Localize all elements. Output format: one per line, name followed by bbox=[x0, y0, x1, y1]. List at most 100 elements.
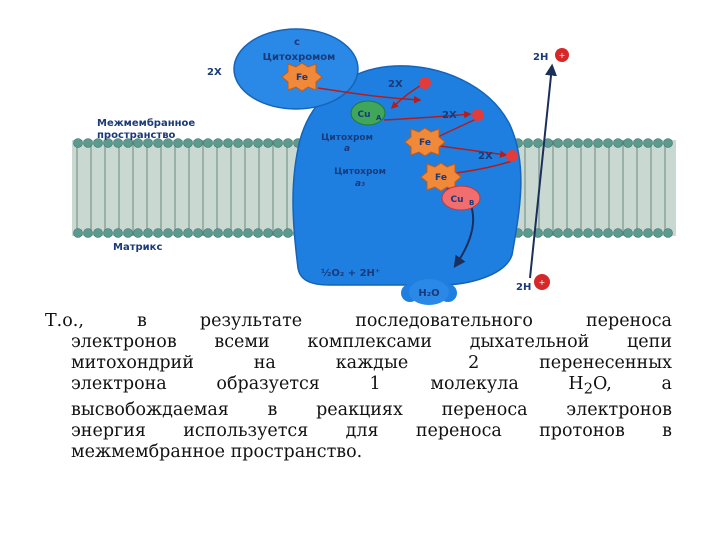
intermembrane-label-line1: Межмембранное bbox=[97, 117, 195, 129]
phospholipid-head bbox=[73, 138, 83, 148]
cyt-a-label: Цитохром bbox=[321, 133, 373, 143]
phospholipid-head bbox=[613, 138, 623, 148]
two-h-bottom-label: 2H bbox=[516, 282, 531, 293]
caption-line-6: энергия используется для переноса протон… bbox=[71, 420, 672, 441]
iron-center-cyt-a3: Fe bbox=[420, 162, 462, 192]
caption-paragraph: Т.о., в результате последовательного пер… bbox=[45, 311, 672, 463]
electron-1: 2X bbox=[388, 77, 431, 90]
caption-line-4-b: O, а bbox=[592, 374, 672, 394]
phospholipid-head bbox=[523, 228, 533, 238]
phospholipid-head bbox=[213, 138, 223, 148]
caption-line-3: митохондрий на каждые 2 перенесенных bbox=[71, 353, 672, 373]
phospholipid-head bbox=[583, 228, 593, 238]
phospholipid-head bbox=[563, 228, 573, 238]
cu-b-subscript: B bbox=[469, 199, 474, 207]
cyt-c-top-label: с bbox=[294, 37, 300, 48]
phospholipid-head bbox=[163, 228, 173, 238]
caption-line-5: высвобождаемая в реакциях переноса элект… bbox=[71, 399, 672, 420]
phospholipid-head bbox=[83, 138, 93, 148]
phospholipid-head bbox=[533, 138, 543, 148]
phospholipid-head bbox=[573, 228, 583, 238]
phospholipid-head bbox=[93, 138, 103, 148]
phospholipid-head bbox=[623, 138, 633, 148]
phospholipid-head bbox=[193, 138, 203, 148]
electron-path-1 bbox=[317, 87, 422, 104]
phospholipid-head bbox=[183, 138, 193, 148]
proton-bottom: 2H + bbox=[516, 274, 550, 293]
phospholipid-head bbox=[243, 228, 253, 238]
cu-a-subscript: A bbox=[376, 114, 382, 122]
phospholipid-head bbox=[613, 228, 623, 238]
caption-line-2: электронов всеми комплексами дыхательной… bbox=[71, 332, 672, 352]
phospholipid-head bbox=[113, 228, 123, 238]
phospholipid-head bbox=[183, 228, 193, 238]
electron-path-5 bbox=[439, 145, 508, 158]
phospholipid-head bbox=[233, 228, 243, 238]
electron-path-3 bbox=[383, 110, 472, 121]
phospholipid-head bbox=[123, 228, 133, 238]
caption-line-1: Т.о., в результате последовательного пер… bbox=[45, 311, 672, 331]
phospholipid-head bbox=[163, 138, 173, 148]
cyt-a3-subscript: a₃ bbox=[355, 179, 365, 189]
two-h-top-label: 2H bbox=[533, 52, 548, 63]
phospholipid-head bbox=[273, 228, 283, 238]
two-x-e1-label: 2X bbox=[388, 79, 403, 90]
phospholipid-head bbox=[243, 138, 253, 148]
phospholipid-head bbox=[213, 228, 223, 238]
phospholipid-head bbox=[553, 138, 563, 148]
water-label: H₂O bbox=[418, 288, 439, 299]
fe-label-cyt-c: Fe bbox=[296, 73, 308, 83]
phospholipid-head bbox=[623, 228, 633, 238]
phospholipid-head bbox=[253, 138, 263, 148]
phospholipid-head bbox=[583, 138, 593, 148]
phospholipid-head bbox=[633, 228, 643, 238]
electron-2: 2X bbox=[442, 109, 484, 121]
phospholipid-head bbox=[283, 228, 293, 238]
phospholipid-head bbox=[643, 228, 653, 238]
two-x-e2-label: 2X bbox=[442, 110, 457, 121]
phospholipid-head bbox=[203, 228, 213, 238]
phospholipid-head bbox=[273, 138, 283, 148]
proton-channel-line bbox=[529, 63, 557, 279]
electron-3: 2X bbox=[478, 150, 518, 162]
phospholipid-head bbox=[193, 228, 203, 238]
phospholipid-head bbox=[103, 228, 113, 238]
phospholipid-head bbox=[573, 138, 583, 148]
two-x-left-label: 2X bbox=[207, 67, 222, 78]
phospholipid-head bbox=[173, 138, 183, 148]
phospholipid-head bbox=[123, 138, 133, 148]
cytochrome-oxidase-diagram: с Цитохромом Fe 2X 2X 2X 2X Cu A Цитохро… bbox=[72, 28, 676, 305]
phospholipid-head bbox=[653, 228, 663, 238]
phospholipid-head bbox=[263, 138, 273, 148]
phospholipid-head bbox=[653, 138, 663, 148]
phospholipid-head bbox=[553, 228, 563, 238]
phospholipid-head bbox=[83, 228, 93, 238]
phospholipid-head bbox=[103, 138, 113, 148]
phospholipid-head bbox=[593, 228, 603, 238]
phospholipid-head bbox=[93, 228, 103, 238]
copper-b-center: Cu B bbox=[441, 185, 481, 211]
iron-center-cyt-c: Fe bbox=[281, 62, 323, 92]
phospholipid-head bbox=[603, 228, 613, 238]
caption-line-4-a: электрона образуется 1 молекула H bbox=[71, 374, 584, 394]
phospholipid-head bbox=[263, 228, 273, 238]
phospholipid-head bbox=[523, 138, 533, 148]
cu-a-label: Cu bbox=[357, 110, 370, 120]
cyt-a-subscript: a bbox=[344, 144, 350, 154]
oxygen-reaction-label: ½O₂ + 2H⁺ bbox=[321, 268, 380, 279]
two-x-e3-label: 2X bbox=[478, 151, 493, 162]
phospholipid-head bbox=[543, 228, 553, 238]
phospholipid-head bbox=[223, 138, 233, 148]
phospholipid-head bbox=[143, 228, 153, 238]
water-molecule: H₂O bbox=[401, 279, 457, 305]
proton-plus-bottom: + bbox=[539, 278, 546, 287]
proton-top: 2H + bbox=[533, 48, 569, 63]
caption-line-4: электрона образуется 1 молекула H2O, а bbox=[45, 374, 672, 400]
cyt-a3-label: Цитохром bbox=[334, 167, 386, 177]
phospholipid-head bbox=[73, 228, 83, 238]
phospholipid-head bbox=[283, 138, 293, 148]
copper-a-center: Cu A bbox=[350, 100, 386, 126]
phospholipid-head bbox=[633, 138, 643, 148]
phospholipid-head bbox=[173, 228, 183, 238]
intermembrane-label-line2: пространство bbox=[97, 130, 176, 141]
